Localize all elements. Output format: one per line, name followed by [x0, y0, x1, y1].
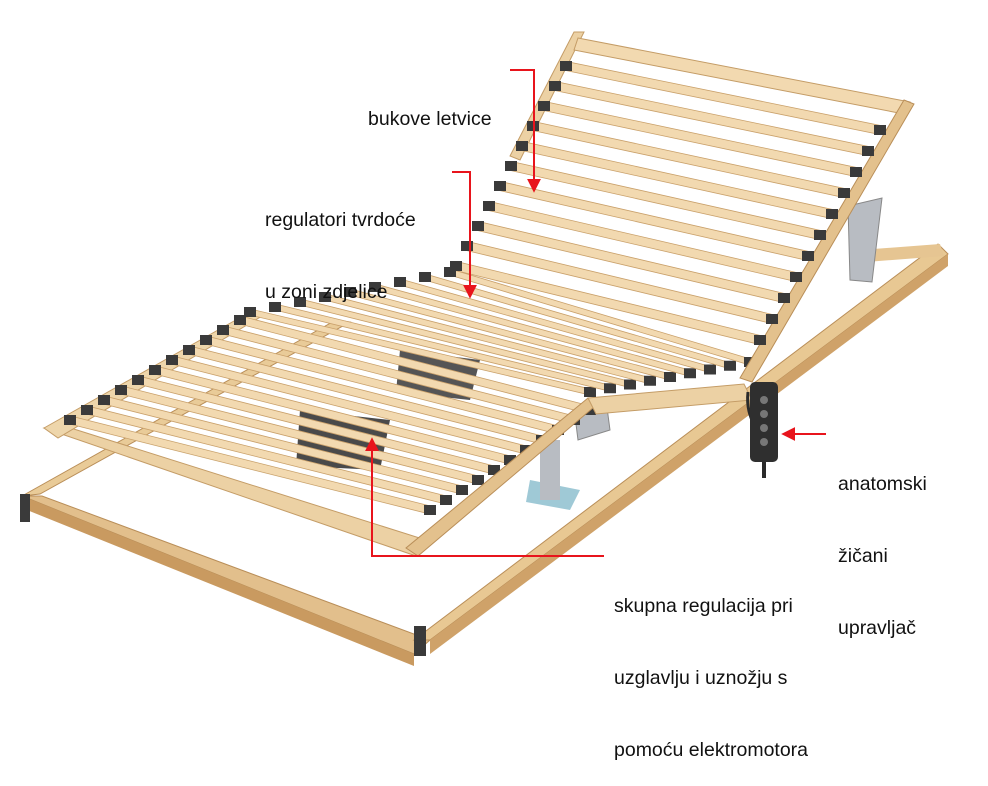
- head-slat-5-cap-right: [826, 209, 838, 219]
- controller-button-1: [760, 396, 768, 404]
- middle-slat-4-cap-left: [319, 292, 331, 302]
- middle-slat-6-cap-right: [684, 368, 696, 379]
- leg-slat-4-cap-right: [472, 475, 484, 485]
- middle-slat-2-cap-left: [269, 302, 281, 312]
- middle-slat-3-cap-left: [294, 297, 306, 307]
- head-slat-3-cap-left: [538, 101, 550, 111]
- head-slat-8-cap-left: [483, 201, 495, 211]
- middle-slats: [244, 267, 756, 397]
- middle-slat-3-cap-right: [624, 379, 636, 390]
- head-slat-6-cap-left: [505, 161, 517, 171]
- leg-slat-7-cap-left: [166, 355, 178, 365]
- head-slat-7-cap-right: [802, 251, 814, 261]
- controller-button-2: [760, 410, 768, 418]
- leg-slat-1-cap-left: [64, 415, 76, 425]
- head-slat-4-cap-right: [838, 188, 850, 198]
- middle-slat-9-cap-left: [444, 267, 456, 277]
- controller-button-3: [760, 424, 768, 432]
- middle-slat-1-cap-right: [584, 387, 596, 397]
- leg-slat-3-cap-right: [456, 485, 468, 495]
- middle-slat-6-cap-left: [369, 282, 381, 292]
- head-slats: [450, 61, 886, 345]
- callout-line-motor-adjustment: [365, 437, 604, 557]
- middle-slat-5-cap-left: [344, 287, 356, 297]
- head-frame-left: [509, 31, 585, 161]
- base-rail-right-face: [430, 254, 948, 654]
- base-rail-back: [860, 244, 944, 262]
- head-slat-6-cap-right: [814, 230, 826, 240]
- label-beech-slats: bukove letvice: [368, 108, 492, 130]
- head-slat-8-cap-right: [790, 272, 802, 282]
- leg-slat-2-cap-left: [81, 405, 93, 415]
- head-slat-2-cap-left: [549, 81, 561, 91]
- middle-slat-1-cap-left: [244, 307, 256, 317]
- leg-slat-5-cap-left: [132, 375, 144, 385]
- callouts: [365, 69, 826, 557]
- head-slat-2-cap-right: [862, 146, 874, 156]
- base-rail-front: [21, 495, 431, 655]
- bed-frame-illustration: [20, 31, 949, 666]
- leg-slats: [64, 315, 596, 515]
- leg-slat-3-cap-left: [98, 395, 110, 405]
- leg-slat-8-cap-left: [183, 345, 195, 355]
- middle-slat-7-cap-right: [704, 364, 716, 375]
- head-slat-11-cap-left: [450, 261, 462, 271]
- label-wired-controller: anatomski žičani upravljač: [838, 473, 927, 639]
- leg-slat-4-cap-left: [115, 385, 127, 395]
- head-slat-1-cap-right: [874, 125, 886, 135]
- corner-cap-front-left: [20, 494, 30, 522]
- head-slat-10-cap-left: [461, 241, 473, 251]
- metal-hinge-head: [847, 197, 883, 283]
- controller-button-4: [760, 438, 768, 446]
- callout-line-hardness-regulators: [452, 171, 477, 299]
- middle-slat-8-cap-right: [724, 360, 736, 371]
- leg-slat-6-cap-left: [149, 365, 161, 375]
- leg-slat-2-cap-right: [440, 495, 452, 505]
- leg-slat-5-cap-right: [488, 465, 500, 475]
- leg-slat-6-cap-right: [504, 455, 516, 465]
- leg-slat-1-cap-right: [424, 505, 436, 515]
- middle-slat-4-cap-right: [644, 375, 656, 386]
- leg-slat-10-cap-left: [217, 325, 229, 335]
- middle-section: [244, 267, 756, 415]
- callout-line-beech-slats: [510, 69, 541, 193]
- head-slat-5-cap-left: [516, 141, 528, 151]
- head-slat-11-cap-right: [754, 335, 766, 345]
- head-frame-right: [739, 99, 915, 383]
- head-slat-7-cap-left: [494, 181, 506, 191]
- middle-slat-2-cap-right: [604, 383, 616, 394]
- middle-slat-8-cap-left: [419, 272, 431, 282]
- head-section: [450, 31, 915, 383]
- head-slat-3-cap-right: [850, 167, 862, 177]
- head-slat-1-cap-left: [560, 61, 572, 71]
- corner-cap-front-right: [414, 626, 426, 656]
- head-slat-9-cap-left: [472, 221, 484, 231]
- leg-slat-9-cap-left: [200, 335, 212, 345]
- leg-slat-11-cap-left: [234, 315, 246, 325]
- controller-body: [750, 382, 778, 462]
- label-hardness-regulators: regulatori tvrdoće u zoni zdjelice: [265, 209, 416, 303]
- head-slat-10-cap-right: [766, 314, 778, 324]
- metal-arm: [540, 440, 560, 500]
- leg-section: [42, 311, 602, 557]
- wired-controller: [746, 382, 778, 478]
- base-rail-front-face: [22, 496, 414, 666]
- label-motor-adjustment: skupna regulacija pri uzglavlju i uznožj…: [614, 595, 809, 761]
- middle-slat-7-cap-left: [394, 277, 406, 287]
- middle-slat-5-cap-right: [664, 372, 676, 382]
- head-slat-9-cap-right: [778, 293, 790, 303]
